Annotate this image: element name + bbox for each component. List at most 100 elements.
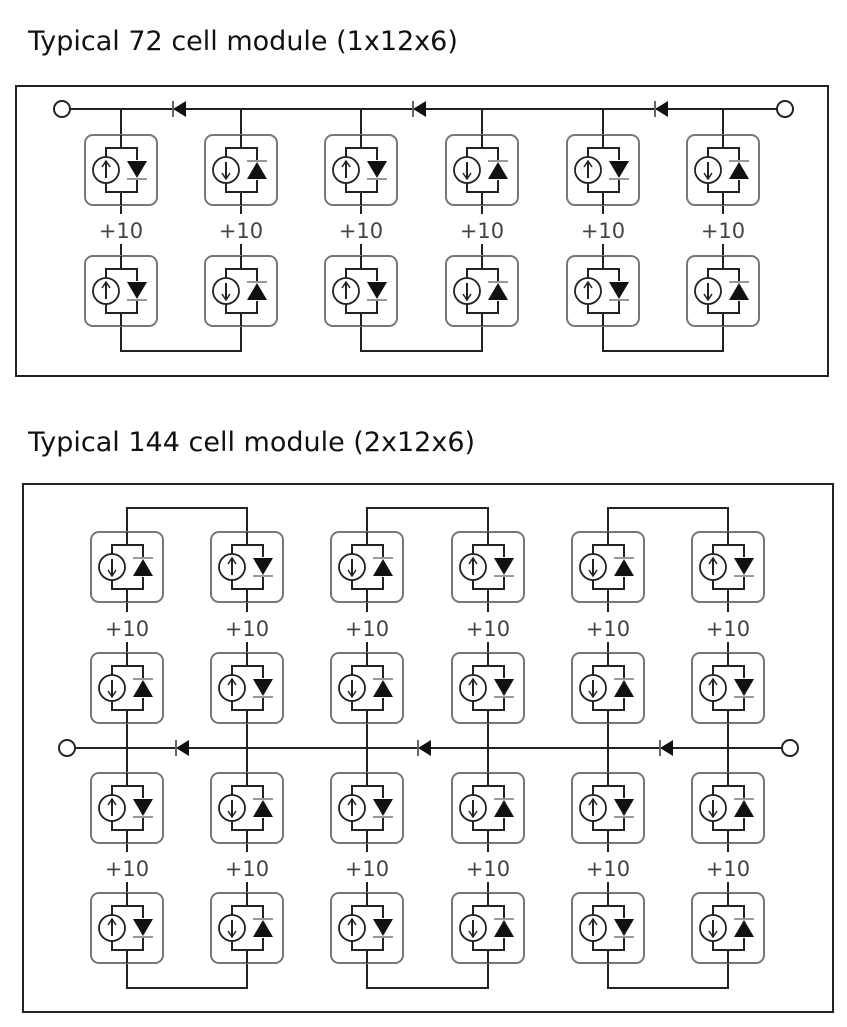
label-bg	[213, 214, 269, 244]
solar-cell	[691, 892, 765, 964]
string-loop	[126, 963, 248, 989]
label-bg	[575, 214, 631, 244]
bypass-diode-icon	[655, 101, 668, 117]
current-arrow-head	[227, 556, 237, 565]
label-bg	[454, 214, 510, 244]
current-arrow-head	[462, 172, 472, 181]
current-arrow-head	[468, 930, 478, 939]
solar-cell	[84, 255, 158, 327]
cell-count-label: +10	[225, 857, 269, 881]
label-bg	[219, 852, 275, 882]
solar-cell	[451, 772, 525, 844]
solar-cell	[566, 134, 640, 206]
label-bg	[99, 612, 155, 642]
current-arrow-head	[107, 569, 117, 578]
current-arrow-head	[468, 810, 478, 819]
current-arrow-head	[588, 917, 598, 926]
cell-count-label: +10	[219, 219, 263, 243]
diode-down-icon	[494, 558, 514, 575]
diode-up-icon	[133, 680, 153, 697]
solar-cell	[330, 892, 404, 964]
label-bg	[93, 214, 149, 244]
solar-cell	[445, 134, 519, 206]
solar-cell	[330, 772, 404, 844]
cell-count-label: +10	[586, 857, 630, 881]
current-arrow-head	[703, 293, 713, 302]
cell-count-label: +10	[586, 617, 630, 641]
diode-down-icon	[614, 799, 634, 816]
current-arrow-head	[227, 677, 237, 686]
current-arrow-head	[101, 159, 111, 168]
solar-cell	[90, 772, 164, 844]
label-bg	[580, 852, 636, 882]
diode-up-icon	[614, 680, 634, 697]
current-arrow-head	[708, 677, 718, 686]
label-bg	[339, 852, 395, 882]
diode-down-icon	[367, 161, 387, 178]
diagram-title-72-cell: Typical 72 cell module (1x12x6)	[28, 26, 458, 57]
solar-cell	[330, 652, 404, 724]
label-bg	[695, 214, 751, 244]
string-loop	[607, 963, 729, 989]
diode-down-icon	[373, 799, 393, 816]
diode-down-icon	[133, 799, 153, 816]
diode-up-icon	[133, 559, 153, 576]
current-arrow-head	[107, 917, 117, 926]
cell-count-label: +10	[105, 617, 149, 641]
current-arrow-head	[708, 556, 718, 565]
diode-down-icon	[609, 161, 629, 178]
diode-down-icon	[609, 282, 629, 299]
label-bg	[339, 612, 395, 642]
solar-cell	[571, 531, 645, 603]
solar-cell	[451, 892, 525, 964]
solar-cell	[90, 892, 164, 964]
solar-cell	[571, 652, 645, 724]
cell-count-label: +10	[345, 617, 389, 641]
label-bg	[99, 852, 155, 882]
string-loop	[360, 326, 483, 352]
cell-count-label: +10	[581, 219, 625, 243]
diode-up-icon	[729, 283, 749, 300]
solar-cell	[84, 134, 158, 206]
cell-count-label: +10	[339, 219, 383, 243]
cell-count-label: +10	[225, 617, 269, 641]
diode-down-icon	[133, 919, 153, 936]
solar-cell	[691, 652, 765, 724]
string-loop	[366, 507, 489, 532]
solar-cell	[451, 531, 525, 603]
diode-up-icon	[373, 680, 393, 697]
label-bg	[700, 612, 756, 642]
solar-cell	[445, 255, 519, 327]
current-arrow-head	[227, 930, 237, 939]
solar-cell	[210, 892, 284, 964]
current-arrow-head	[468, 556, 478, 565]
bypass-diode-icon	[660, 740, 673, 756]
string-loop	[126, 507, 248, 532]
label-bg	[700, 852, 756, 882]
diode-up-icon	[494, 800, 514, 817]
diode-down-icon	[614, 919, 634, 936]
solar-cell	[324, 255, 398, 327]
solar-cell	[90, 652, 164, 724]
solar-cell	[330, 531, 404, 603]
cell-count-label: +10	[706, 857, 750, 881]
cell-count-label: +10	[706, 617, 750, 641]
diode-down-icon	[734, 558, 754, 575]
current-arrow-head	[107, 797, 117, 806]
solar-cell	[204, 255, 278, 327]
diode-down-icon	[734, 679, 754, 696]
current-arrow-head	[341, 159, 351, 168]
current-arrow-head	[588, 797, 598, 806]
solar-cell	[571, 772, 645, 844]
current-arrow-head	[583, 280, 593, 289]
current-arrow-head	[347, 797, 357, 806]
current-arrow-head	[221, 293, 231, 302]
diode-up-icon	[247, 162, 267, 179]
string-loop	[607, 507, 729, 532]
module-frame	[22, 483, 834, 1013]
diode-up-icon	[247, 283, 267, 300]
current-arrow-head	[341, 280, 351, 289]
diode-up-icon	[729, 162, 749, 179]
diode-down-icon	[127, 161, 147, 178]
